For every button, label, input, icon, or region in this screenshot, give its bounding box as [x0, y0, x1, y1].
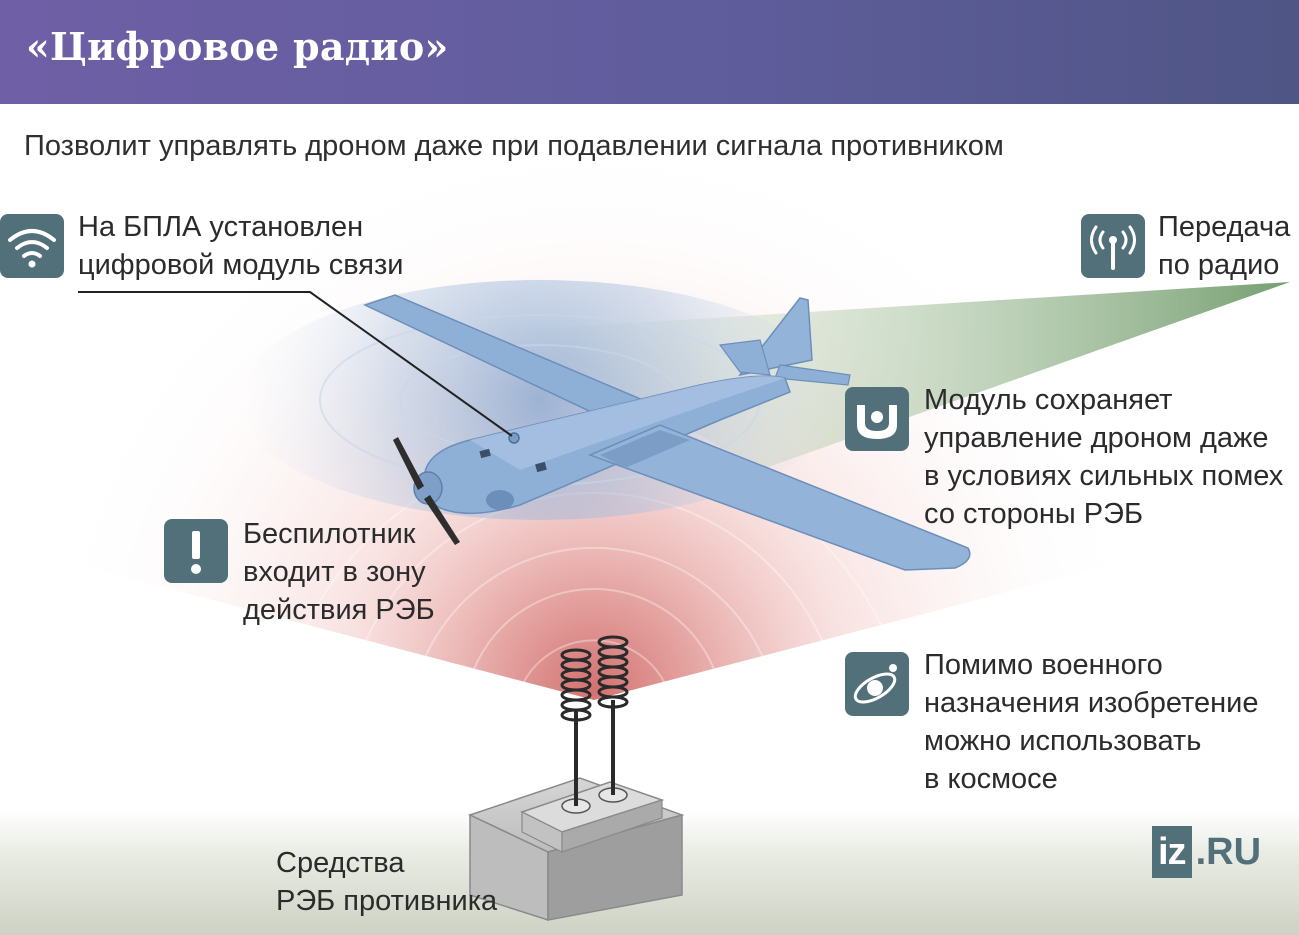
callout-radio: Передача по радио — [1158, 208, 1290, 284]
orbit-icon — [845, 652, 909, 716]
callout-space-line2: назначения изобретение — [924, 687, 1259, 719]
callout-space-line3: можно использовать — [924, 725, 1202, 757]
callout-radio-line1: Передача — [1158, 211, 1291, 243]
iz-ru-logo: iz .RU — [1152, 826, 1261, 878]
callout-warning-line2: входит в зону — [243, 556, 426, 588]
logo-iz-mark: iz — [1152, 826, 1192, 878]
page-subtitle: Позволит управлять дроном даже при подав… — [24, 130, 1004, 162]
callout-warning-line1: Беспилотник — [243, 518, 416, 550]
header-banner: «Цифровое радио» — [0, 0, 1299, 104]
callout-control-line4: со стороны РЭБ — [924, 498, 1143, 530]
callout-warning: Беспилотник входит в зону действия РЭБ — [243, 515, 435, 629]
callout-control-line3: в условиях сильных помех — [924, 460, 1284, 492]
callout-space-line1: Помимо военного — [924, 649, 1163, 681]
callout-module: На БПЛА установлен цифровой модуль связи — [78, 208, 403, 284]
drone-illustration — [362, 294, 971, 571]
callout-warning-line3: действия РЭБ — [243, 594, 435, 626]
antenna-coils — [560, 635, 629, 722]
joystick-icon — [845, 387, 909, 451]
callout-control: Модуль сохраняет управление дроном даже … — [924, 381, 1283, 533]
callout-space: Помимо военного назначения изобретение м… — [924, 646, 1258, 798]
exclamation-icon — [164, 519, 228, 583]
callout-module-line1: На БПЛА установлен — [78, 211, 364, 243]
leader-line — [78, 291, 513, 437]
ew-station — [468, 700, 685, 922]
callout-space-line4: в космосе — [924, 763, 1058, 795]
callout-module-line2: цифровой модуль связи — [78, 249, 404, 281]
callout-ew-line1: Средства — [276, 847, 405, 879]
logo-ru-text: .RU — [1195, 830, 1262, 873]
callout-control-line1: Модуль сохраняет — [924, 384, 1173, 416]
radio-antenna-icon — [1081, 214, 1145, 278]
wifi-icon — [0, 214, 64, 278]
callout-radio-line2: по радио — [1158, 249, 1280, 281]
callout-ew: Средства РЭБ противника — [276, 844, 497, 920]
callout-control-line2: управление дроном даже — [924, 422, 1269, 454]
page-title: «Цифровое радио» — [26, 24, 449, 69]
callout-ew-line2: РЭБ противника — [276, 885, 498, 917]
